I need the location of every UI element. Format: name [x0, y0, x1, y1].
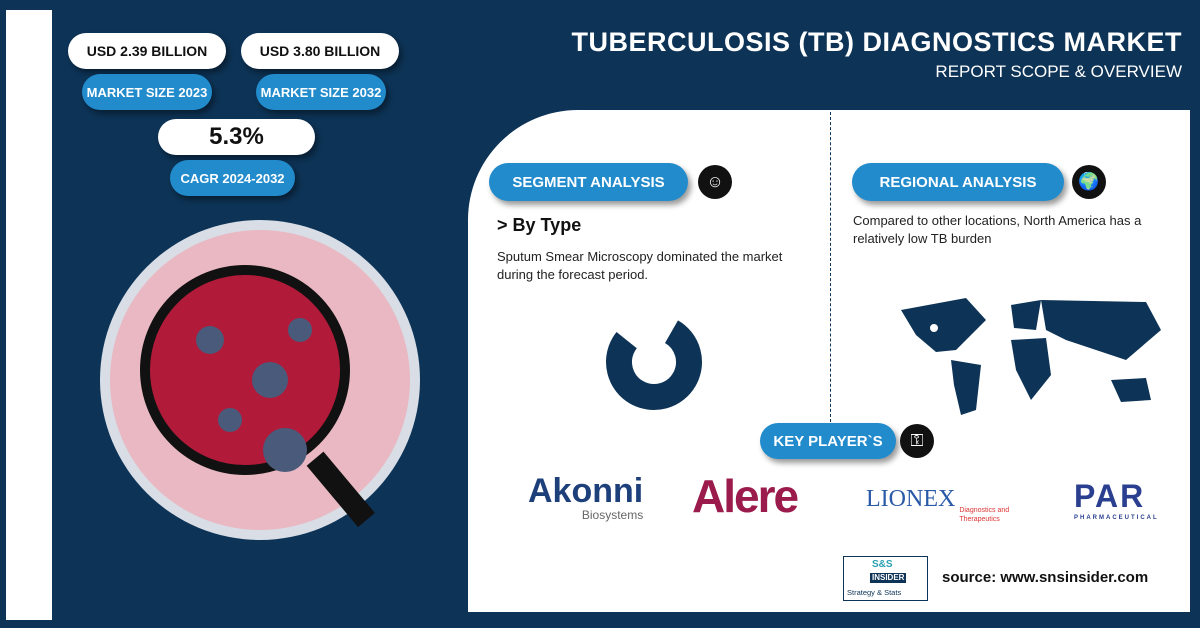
- regional-analysis-label: REGIONAL ANALYSIS: [852, 163, 1064, 201]
- segment-donut-chart: [606, 314, 702, 410]
- akonni-logo-sub: Biosystems: [581, 508, 644, 522]
- decorative-strip: [6, 10, 52, 620]
- people-group-icon: ☺: [698, 165, 732, 199]
- market-size-2023-label: MARKET SIZE 2023: [82, 74, 212, 110]
- segment-analysis-label: SEGMENT ANALYSIS: [489, 163, 688, 201]
- cagr-label: CAGR 2024-2032: [170, 160, 295, 196]
- alere-logo-text: Alere: [692, 470, 799, 522]
- sns-insider-logo: S&S INSIDER Strategy & Stats: [843, 556, 928, 601]
- key-person-icon: ⚿: [900, 424, 934, 458]
- regional-text: Compared to other locations, North Ameri…: [853, 213, 1142, 246]
- page-subtitle: REPORT SCOPE & OVERVIEW: [935, 62, 1182, 81]
- par-logo-text: PAR: [1074, 478, 1146, 514]
- globe-pin-icon: 🌍: [1072, 165, 1106, 199]
- logo-tagline: Strategy & Stats: [847, 588, 902, 597]
- lionex-logo-sub: Diagnostics and Therapeutics: [959, 507, 1010, 523]
- market-size-2023-value: USD 2.39 BILLION: [68, 33, 226, 69]
- logo-sns: S&S: [872, 559, 893, 570]
- logo-insider: INSIDER: [870, 573, 907, 583]
- source-text: source: www.snsinsider.com: [942, 569, 1149, 586]
- par-logo: PAR PHARMACEUTICAL: [1074, 480, 1159, 522]
- cagr-value: 5.3%: [158, 119, 315, 155]
- world-map: [901, 298, 1161, 415]
- segment-text: Sputum Smear Microscopy dominated the ma…: [497, 249, 783, 282]
- lionex-logo: LIONEX Diagnostics and Therapeutics: [866, 486, 1019, 523]
- tb-lungs-illustration: [70, 210, 450, 540]
- market-size-2032-label: MARKET SIZE 2032: [256, 74, 386, 110]
- market-size-2032-value: USD 3.80 BILLION: [241, 33, 399, 69]
- par-logo-sub: PHARMACEUTICAL: [1074, 515, 1159, 521]
- divider: [830, 112, 831, 422]
- lionex-logo-text: LIONEX: [866, 486, 956, 512]
- segment-heading: > By Type: [497, 215, 582, 235]
- page-title: TUBERCULOSIS (TB) DIAGNOSTICS MARKET: [571, 27, 1182, 57]
- key-players-label: KEY PLAYER`S: [760, 423, 896, 459]
- akonni-logo-text: Akonni: [528, 472, 644, 510]
- alere-logo: Alere: [692, 470, 799, 522]
- akonni-logo: Akonni Biosystems: [528, 474, 643, 522]
